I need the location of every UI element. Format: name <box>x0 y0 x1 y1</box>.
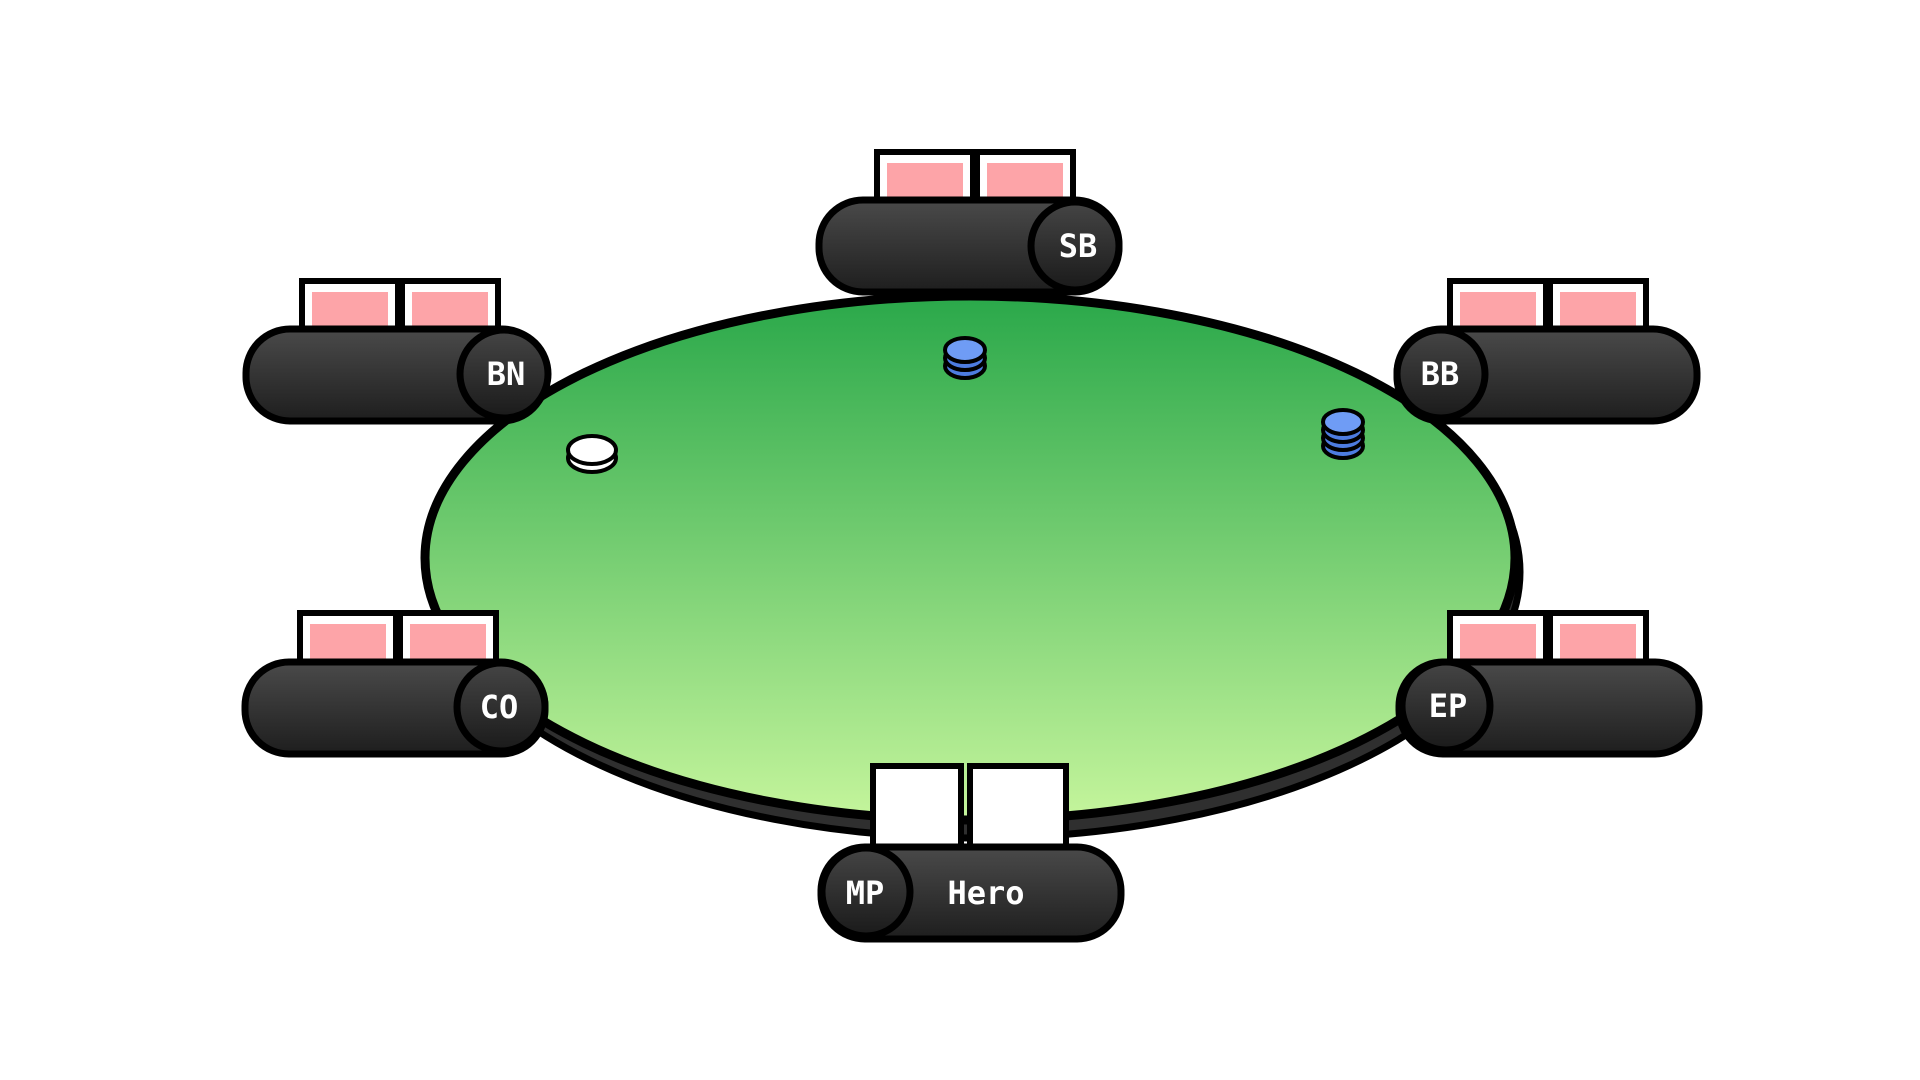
hero-hole-cards[interactable] <box>870 763 1069 851</box>
position-badge <box>1398 658 1494 754</box>
seat-bn[interactable]: BN <box>242 278 552 425</box>
seat-ep[interactable]: EP <box>1395 610 1703 758</box>
position-badge <box>453 659 549 755</box>
hole-cards <box>297 610 499 668</box>
position-badge <box>1393 326 1489 422</box>
player-name: Hero <box>947 874 1024 912</box>
hole-cards <box>299 278 501 336</box>
hole-cards <box>874 149 1076 207</box>
seat-bb[interactable]: BB <box>1393 278 1701 425</box>
seat-hero[interactable]: MP Hero <box>817 763 1125 943</box>
hero-card-1[interactable] <box>870 763 964 851</box>
seat-co[interactable]: CO <box>241 610 549 758</box>
position-label: SB <box>1059 227 1098 265</box>
hole-cards <box>1447 278 1649 336</box>
bb-chip-stack-icon <box>1321 408 1365 460</box>
hole-cards <box>1447 610 1649 668</box>
position-label: BN <box>487 355 526 393</box>
position-label: BB <box>1421 355 1460 393</box>
position-label: CO <box>480 688 519 726</box>
hero-card-2[interactable] <box>967 763 1069 851</box>
seat-sb[interactable]: SB <box>815 149 1123 296</box>
position-label: EP <box>1429 687 1468 725</box>
position-label: MP <box>846 874 885 912</box>
poker-table <box>420 291 1524 842</box>
sb-chip-stack-icon <box>943 336 987 380</box>
position-badge <box>818 844 914 940</box>
position-badge <box>456 326 552 422</box>
dealer-button-icon <box>566 434 618 474</box>
position-badge <box>1027 198 1123 294</box>
